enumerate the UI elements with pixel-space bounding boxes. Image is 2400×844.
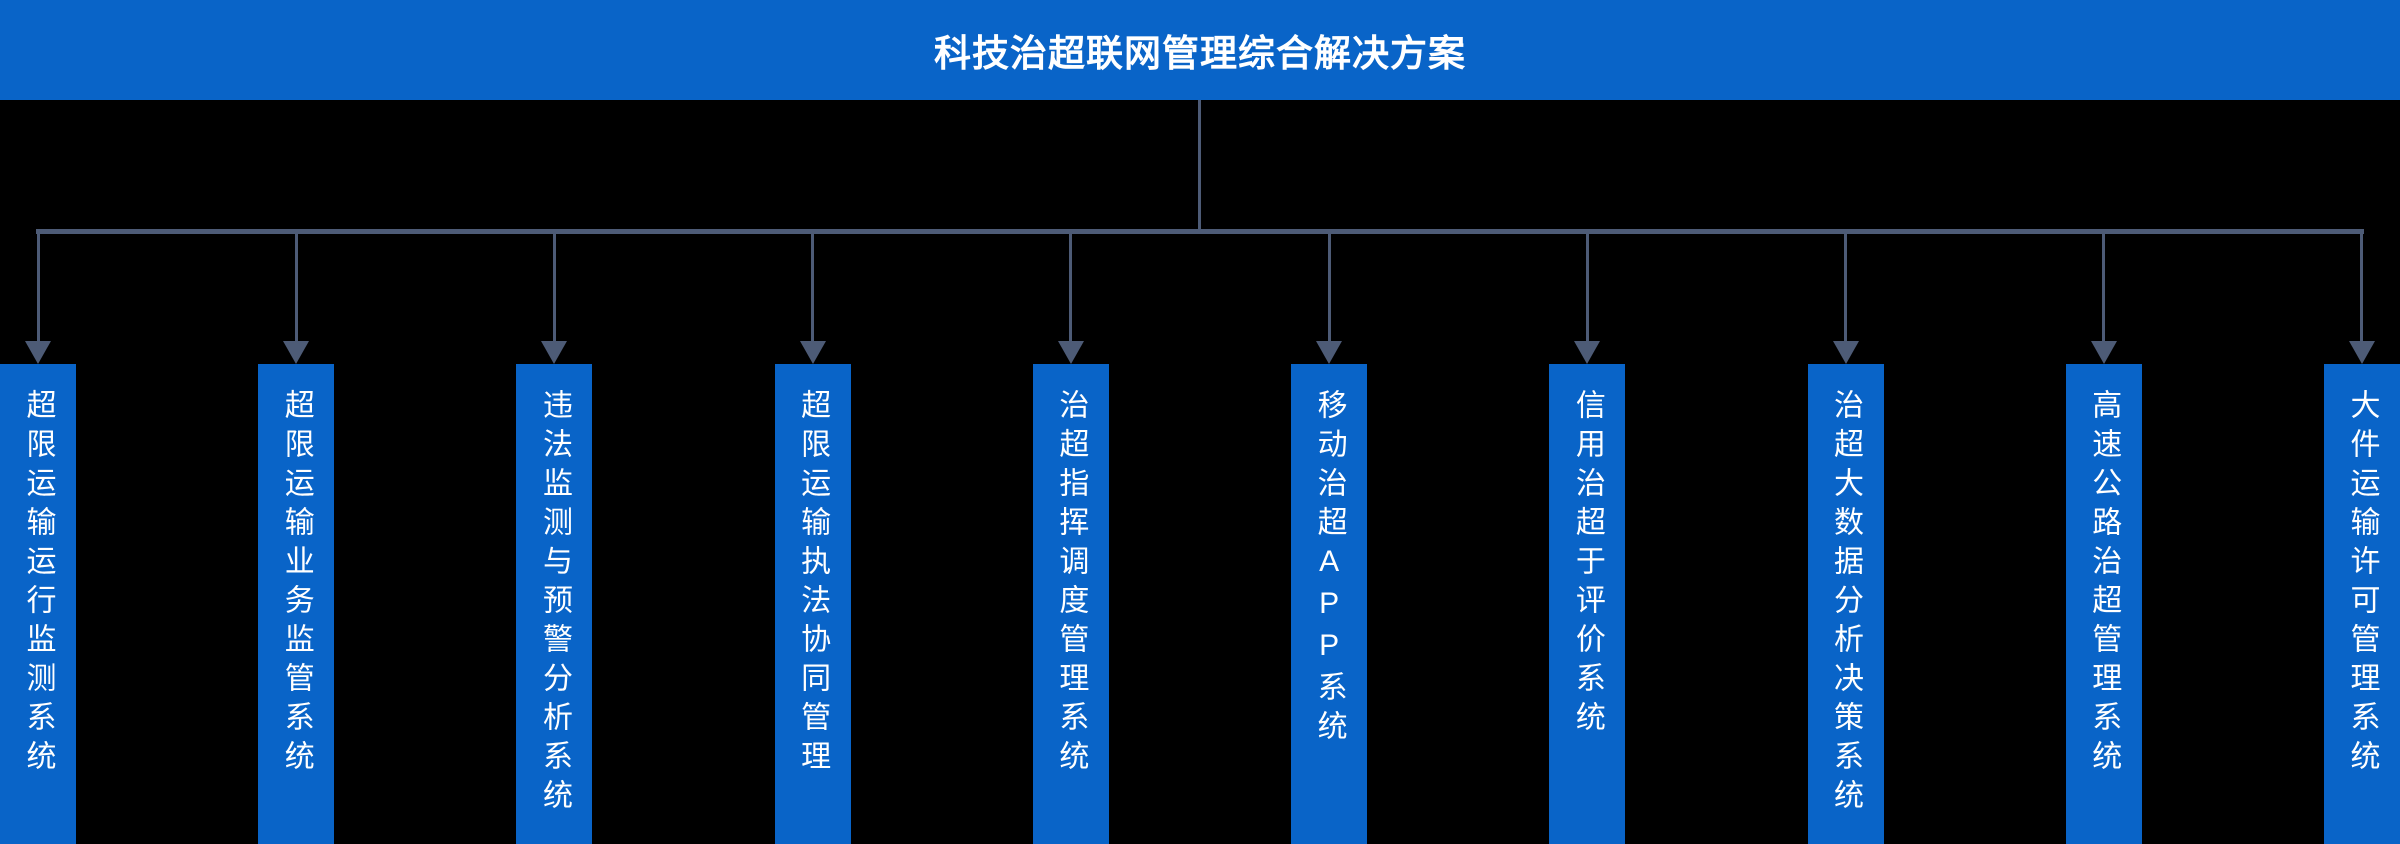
branch-3: 违法监测与预警分析系统 [516,229,593,844]
system-box-label: 超限运输运行监测系统 [21,389,55,779]
system-box-6: 移动治超APP系统 [1291,364,1368,844]
system-box-10: 大件运输许可管理系统 [2323,364,2400,844]
system-box-label: 超限运输执法协同管理 [796,389,830,779]
system-box-2: 超限运输业务监管系统 [258,364,335,844]
arrow-line [1069,229,1073,341]
arrow-down-icon [1316,341,1343,364]
system-box-3: 违法监测与预警分析系统 [516,364,593,844]
arrow-line [2360,229,2364,341]
system-box-7: 信用治超于评价系统 [1549,364,1626,844]
arrow-line [36,229,40,341]
arrow-line [811,229,815,341]
branch-1: 超限运输运行监测系统 [0,229,76,844]
system-box-label: 超限运输业务监管系统 [279,389,313,779]
branch-row: 超限运输运行监测系统 超限运输业务监管系统 违法监测与预警分析系统 超限运输执法… [0,229,2400,844]
arrow-down-icon [283,341,310,364]
connector-stem [1198,100,1201,232]
connector-horizontal-line [36,229,2364,234]
arrow-down-icon [1057,341,1084,364]
arrow-line [294,229,298,341]
arrow-line [1327,229,1331,341]
branch-7: 信用治超于评价系统 [1549,229,1626,844]
arrow-down-icon [541,341,568,364]
page-title: 科技治超联网管理综合解决方案 [934,33,1466,74]
arrow-down-icon [2090,341,2117,364]
branch-6: 移动治超APP系统 [1291,229,1368,844]
branch-10: 大件运输许可管理系统 [2323,229,2400,844]
branch-5: 治超指挥调度管理系统 [1032,229,1109,844]
arrow-down-icon [1832,341,1859,364]
system-box-label: 信用治超于评价系统 [1570,389,1604,740]
branch-9: 高速公路治超管理系统 [2065,229,2142,844]
system-box-5: 治超指挥调度管理系统 [1032,364,1109,844]
arrow-line [1844,229,1848,341]
system-box-label: 大件运输许可管理系统 [2345,389,2379,779]
arrow-line [2102,229,2106,341]
system-box-9: 高速公路治超管理系统 [2065,364,2142,844]
system-box-4: 超限运输执法协同管理 [774,364,851,844]
system-box-label: 治超指挥调度管理系统 [1054,389,1088,779]
branch-2: 超限运输业务监管系统 [258,229,335,844]
arrow-down-icon [2348,341,2375,364]
system-box-label: 移动治超APP系统 [1312,389,1346,749]
branch-4: 超限运输执法协同管理 [774,229,851,844]
system-box-8: 治超大数据分析决策系统 [1807,364,1884,844]
branch-8: 治超大数据分析决策系统 [1807,229,1884,844]
system-box-1: 超限运输运行监测系统 [0,364,76,844]
header-bar: 科技治超联网管理综合解决方案 [0,0,2400,100]
arrow-down-icon [799,341,826,364]
arrow-line [552,229,556,341]
arrow-line [1585,229,1589,341]
arrow-down-icon [25,341,51,364]
system-box-label: 违法监测与预警分析系统 [537,389,571,818]
system-box-label: 治超大数据分析决策系统 [1829,389,1863,818]
arrow-down-icon [1574,341,1601,364]
system-box-label: 高速公路治超管理系统 [2087,389,2121,779]
